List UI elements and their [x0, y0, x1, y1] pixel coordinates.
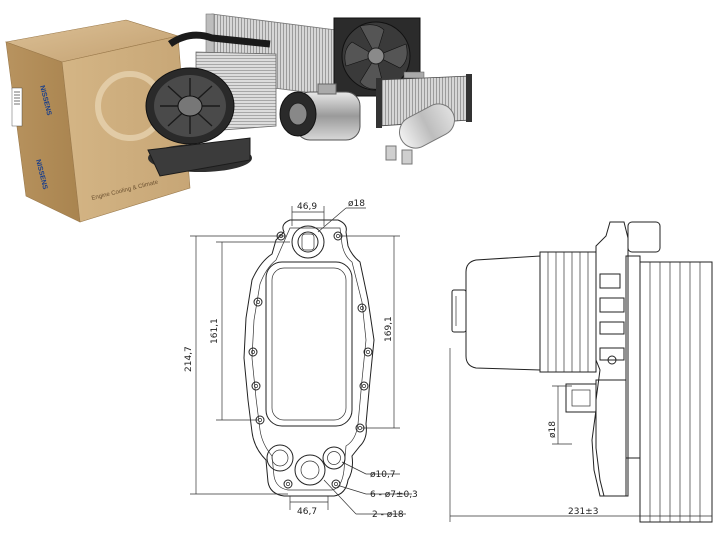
- dim-top-width: 46,9: [297, 202, 317, 212]
- dim-pipe-diameter: ø18: [548, 421, 558, 438]
- dim-overall-height: 214,7: [184, 346, 194, 372]
- dim-bottom-holes: 2 - ø18: [372, 510, 404, 520]
- fittings: [599, 273, 625, 365]
- receiver-drier-image: [385, 103, 455, 165]
- dim-bottom-width: 46,7: [297, 507, 317, 517]
- housing-ribs: [539, 251, 597, 373]
- mounting-plate: [595, 221, 629, 497]
- flange-inner-outline: [251, 227, 367, 491]
- dim-right-height: 169,1: [384, 316, 394, 342]
- cooler-fins: [639, 261, 713, 523]
- flange-outline: [243, 219, 375, 497]
- dim-inner-height: 161,1: [210, 318, 220, 344]
- side-view-drawing: ø18 231±3: [449, 221, 713, 523]
- blower-motor-image: [145, 67, 252, 177]
- product-photo: NISSENS NISSENS Engine Cooling & Climate: [4, 13, 472, 223]
- dim-port-hole: ø10,7: [370, 470, 396, 480]
- top-port-inner: [297, 231, 319, 253]
- filter-cap: [465, 255, 541, 371]
- dim-bolt-holes: 6 - ø7±0,3: [370, 490, 418, 500]
- dim-top-hole: ø18: [348, 199, 365, 209]
- front-view-drawing: 46,9 ø18 46,7 214,7 161,1 169,1 ø10,7 6 …: [184, 199, 418, 520]
- bottom-ports: [266, 444, 346, 486]
- ac-compressor-image: [279, 83, 361, 141]
- central-window: [265, 261, 353, 427]
- top-port-outer: [291, 225, 325, 259]
- lower-housing: [591, 379, 627, 497]
- dim-total-length: 231±3: [568, 507, 598, 517]
